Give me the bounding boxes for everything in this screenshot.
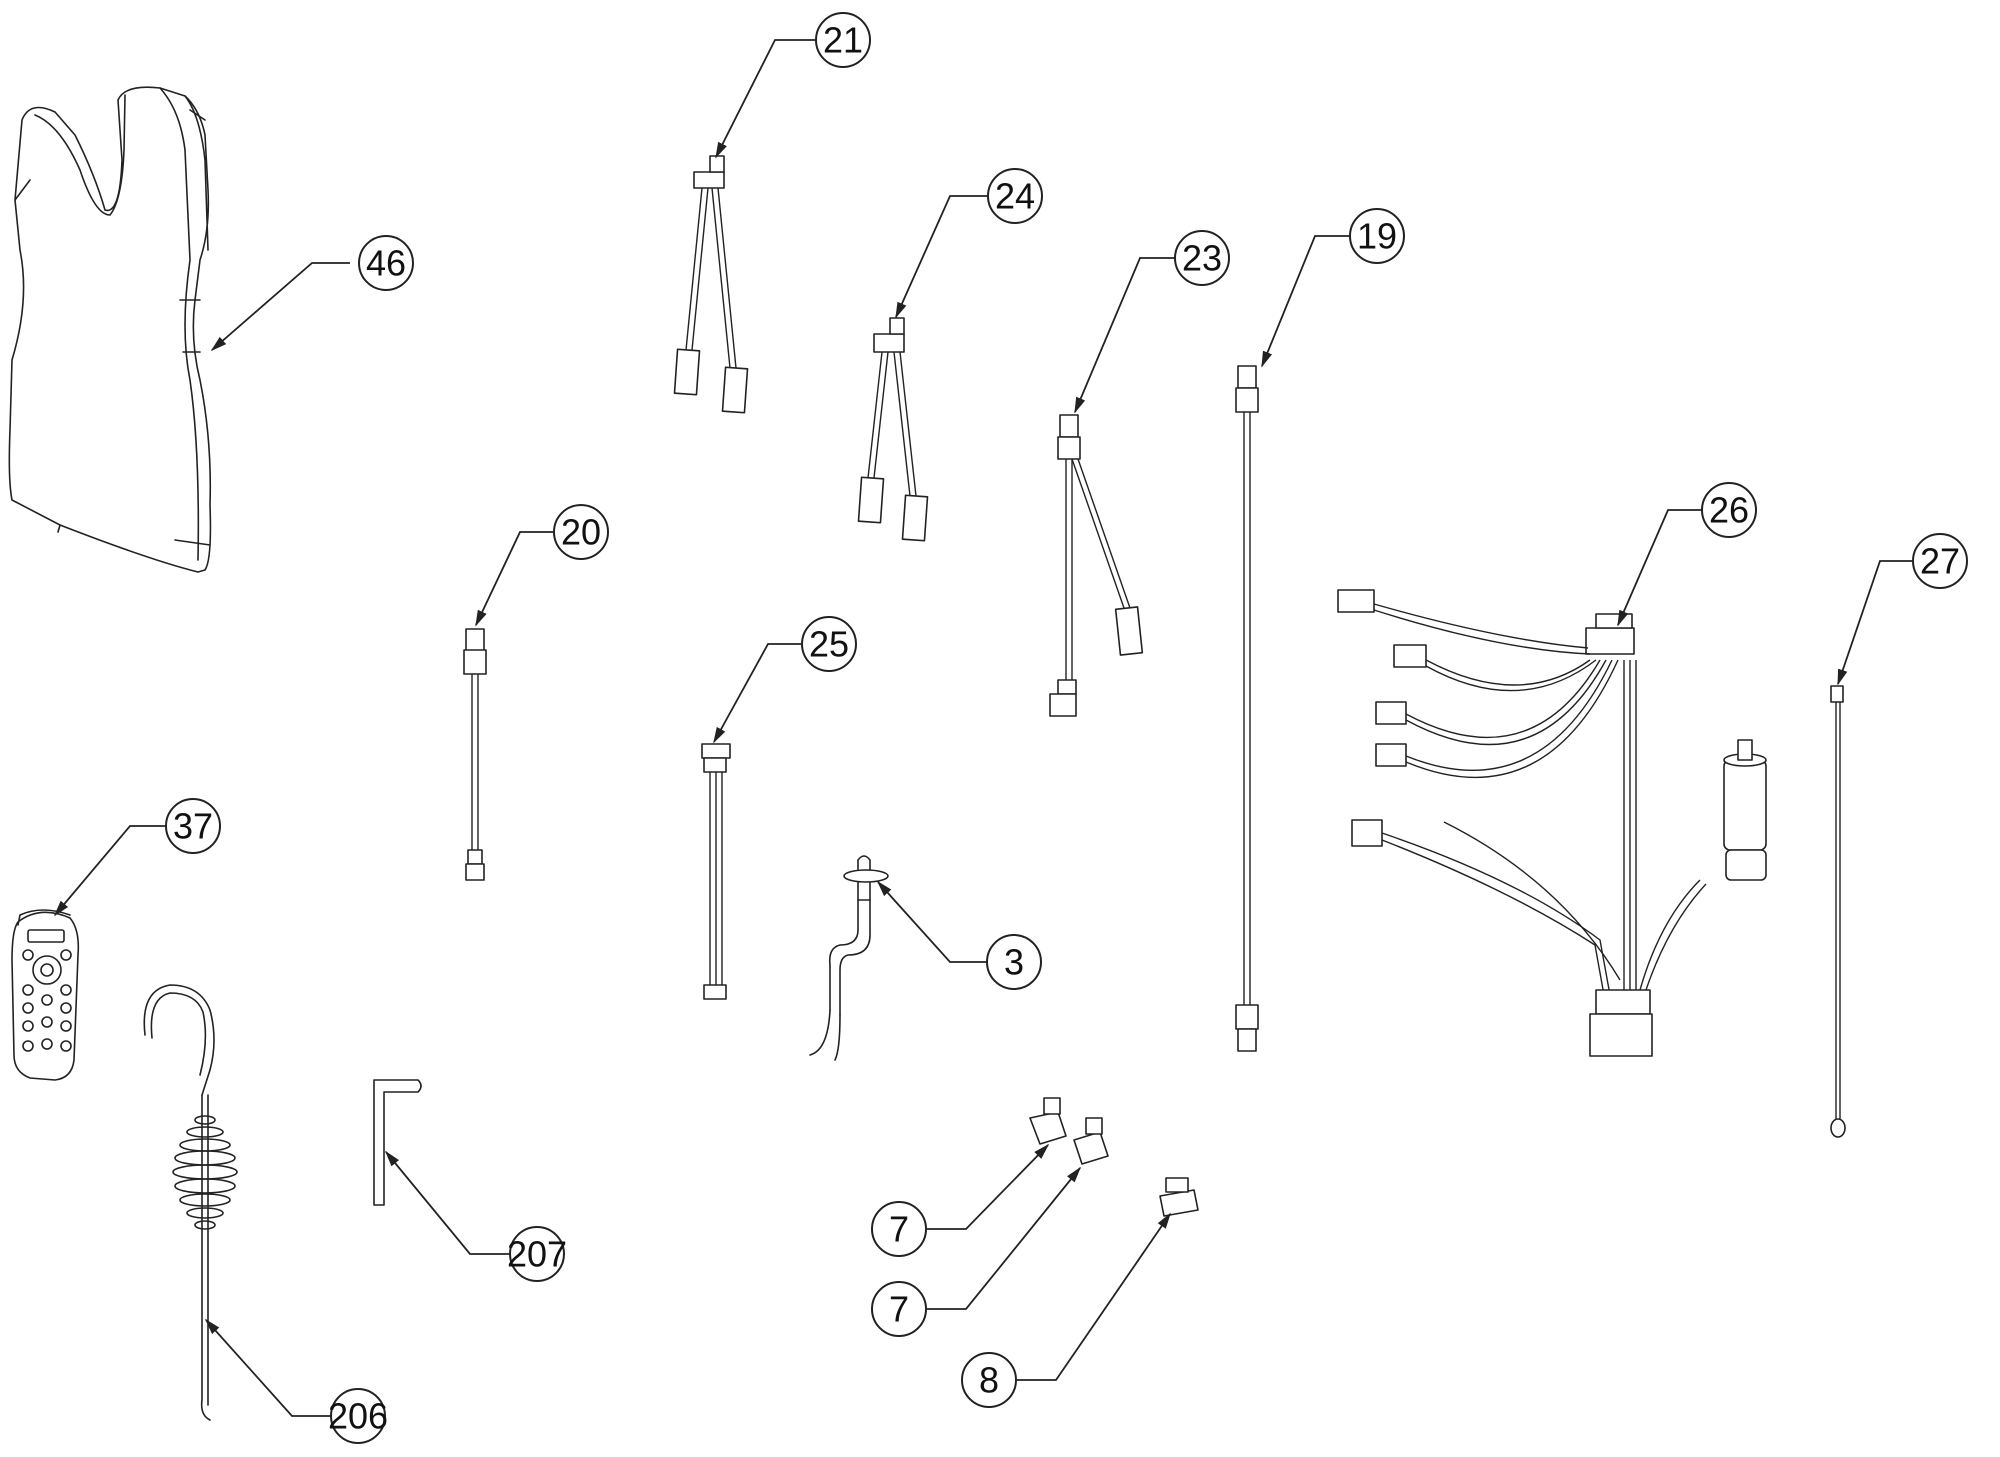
callout-circle	[986, 934, 1042, 990]
part-24-y-cable	[857, 317, 929, 542]
callout-circle	[815, 12, 871, 68]
part-20-cable	[463, 628, 487, 881]
callout-3: 3	[986, 934, 1042, 990]
callout-206: 206	[328, 1388, 388, 1444]
callout-21: 21	[815, 12, 871, 68]
callout-label: 7	[889, 1209, 909, 1250]
leader-lines	[53, 39, 1914, 1417]
callout-26: 26	[1701, 482, 1757, 538]
callout-label: 7	[889, 1289, 909, 1330]
callout-circle	[330, 1388, 386, 1444]
callout-circle	[871, 1281, 927, 1337]
callout-circle	[358, 235, 414, 291]
callout-label: 37	[173, 806, 213, 847]
callout-label: 207	[507, 1234, 567, 1275]
callout-circle	[801, 616, 857, 672]
callout-circle	[1701, 482, 1757, 538]
part-207-hex-key	[373, 1079, 422, 1206]
callout-25: 25	[801, 616, 857, 672]
callout-24: 24	[987, 168, 1043, 224]
callout-label: 23	[1182, 238, 1222, 279]
callout-7: 7	[871, 1281, 927, 1337]
callout-label: 8	[979, 1360, 999, 1401]
callout-27: 27	[1912, 533, 1968, 589]
callout-37: 37	[165, 798, 221, 854]
callout-circle	[871, 1201, 927, 1257]
callout-label: 24	[995, 176, 1035, 217]
callout-label: 46	[366, 243, 406, 284]
part-206-hook-spring	[143, 984, 238, 1421]
part-46-back-cushion	[8, 86, 212, 573]
part-7-connector-b	[1073, 1117, 1109, 1165]
callout-label: 206	[328, 1396, 388, 1437]
callout-circle	[1349, 208, 1405, 264]
callout-8: 8	[961, 1352, 1017, 1408]
part-19-long-cable	[1235, 365, 1259, 1052]
callout-bubbles: 21 24 46 23 19 20 26 27 25 37 3 207 7 7 8 206	[165, 12, 1968, 1444]
part-7-connector-a	[1029, 1097, 1067, 1145]
callout-label: 27	[1920, 541, 1960, 582]
callout-label: 3	[1004, 942, 1024, 983]
callout-circle	[553, 504, 609, 560]
callout-46: 46	[358, 235, 414, 291]
callout-circle	[987, 168, 1043, 224]
callout-circle	[1174, 230, 1230, 286]
callout-label: 21	[823, 20, 863, 61]
part-3-sensor-probe	[809, 855, 889, 1061]
callout-circle	[961, 1352, 1017, 1408]
callout-207: 207	[507, 1226, 567, 1282]
callout-23: 23	[1174, 230, 1230, 286]
callout-label: 26	[1709, 490, 1749, 531]
callout-circle	[509, 1226, 565, 1282]
part-25-ribbon-cable	[701, 743, 731, 1000]
callout-label: 19	[1357, 216, 1397, 257]
callout-circle	[1912, 533, 1968, 589]
callout-label: 25	[809, 624, 849, 665]
part-8-connector	[1159, 1177, 1199, 1217]
callout-19: 19	[1349, 208, 1405, 264]
callout-label: 20	[561, 512, 601, 553]
callout-20: 20	[553, 504, 609, 560]
part-23-branch-cable	[1049, 414, 1144, 717]
callout-circle	[165, 798, 221, 854]
part-27-ground-wire	[1830, 685, 1846, 1138]
part-26-wire-harness	[1337, 589, 1767, 1057]
part-21-y-cable	[673, 155, 749, 414]
callout-7: 7	[871, 1201, 927, 1257]
part-37-remote-control	[11, 909, 80, 1081]
